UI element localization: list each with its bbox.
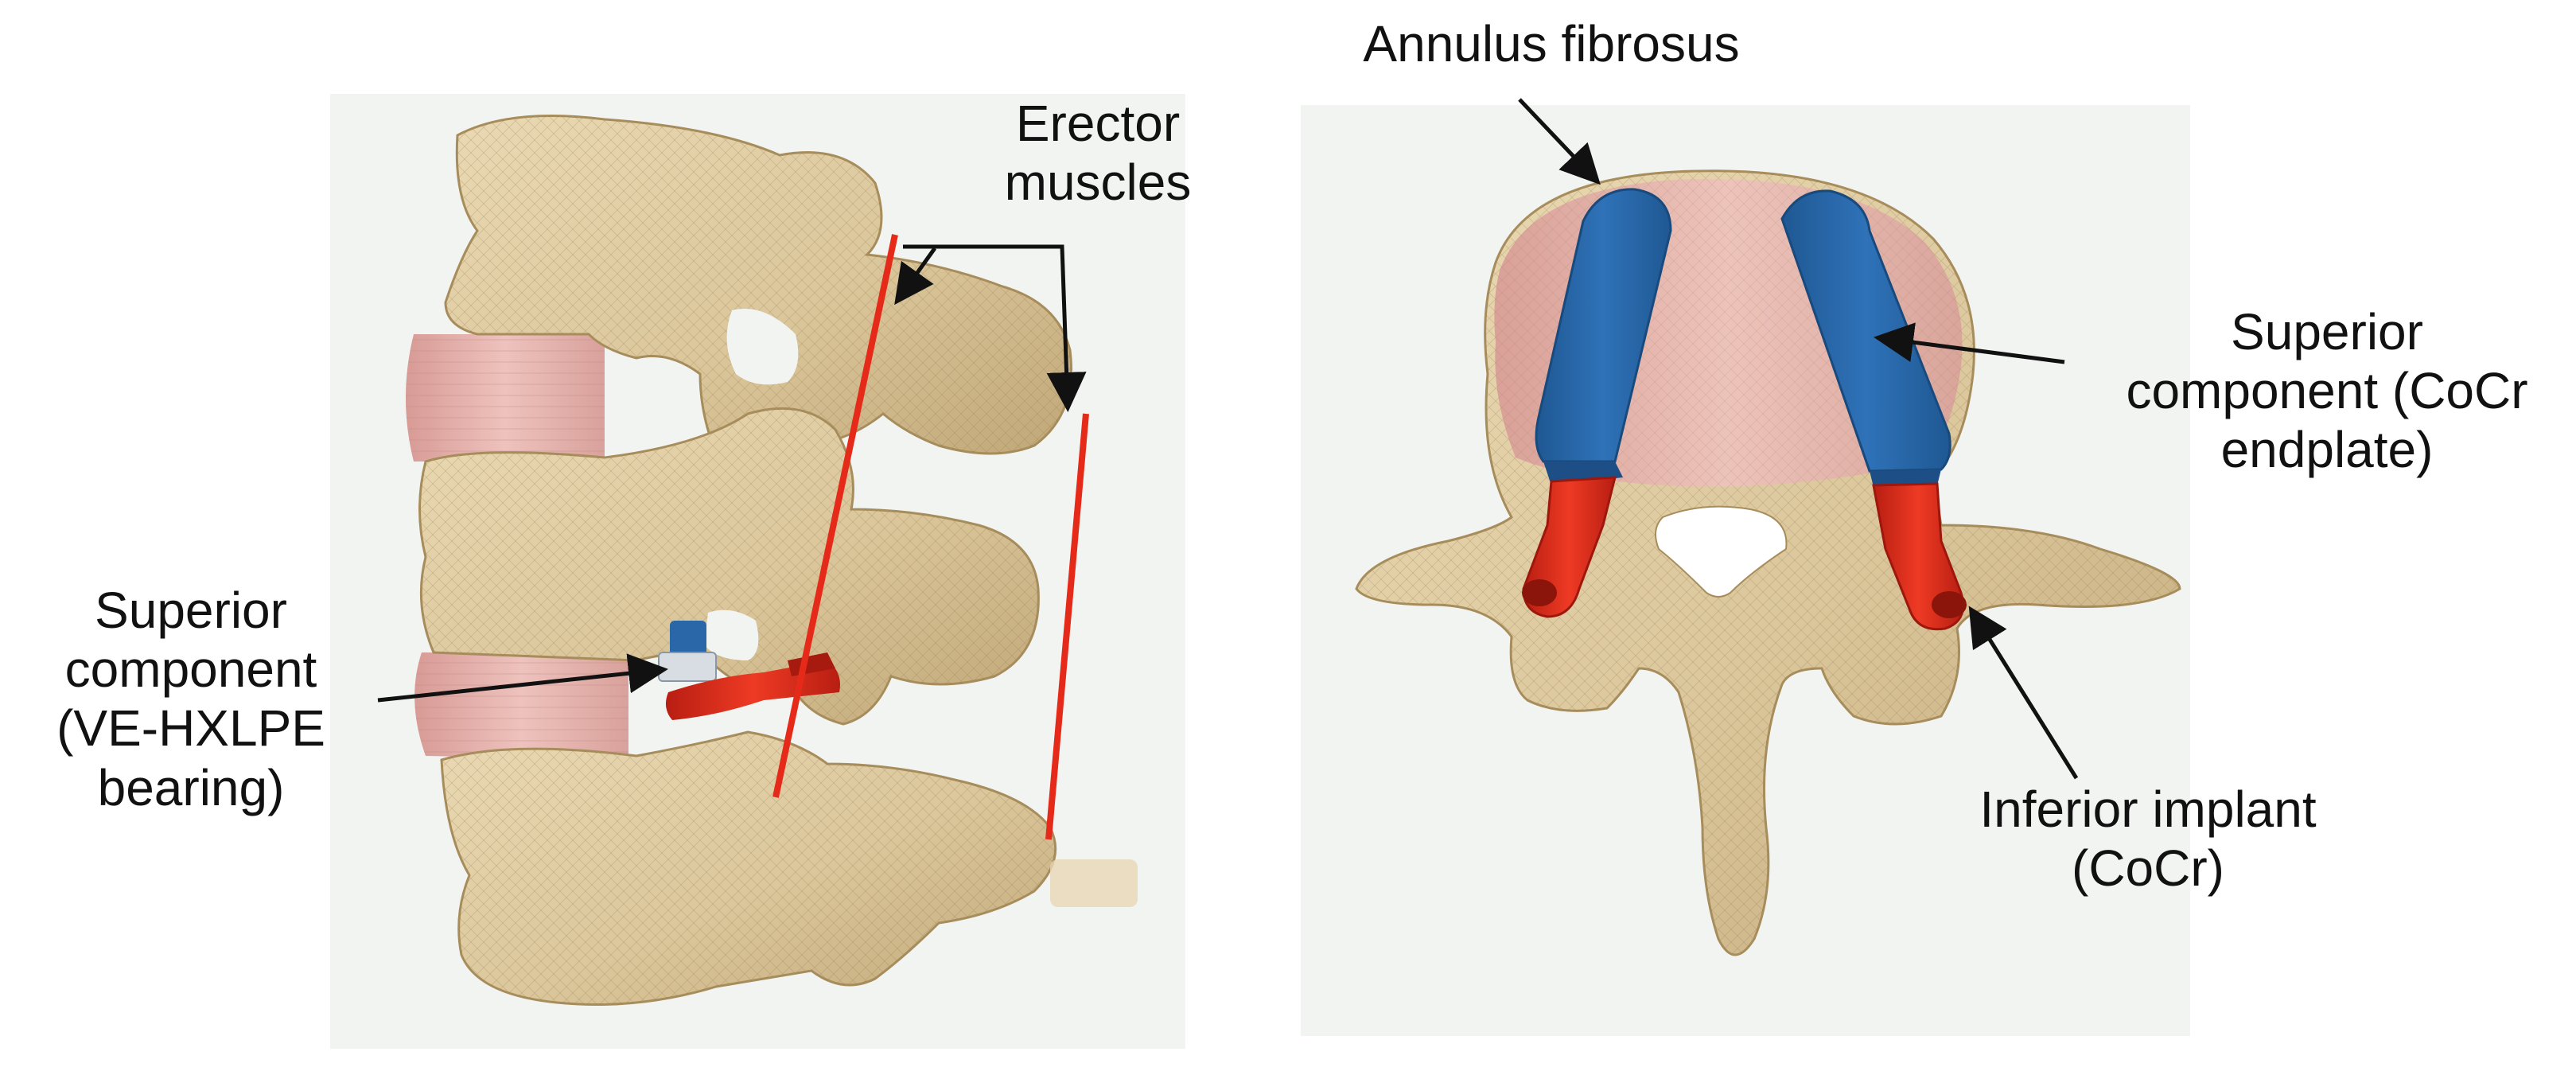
superior-left-line3: (VE-HXLPE (56, 699, 325, 757)
inferior-line2: (CoCr) (2072, 839, 2224, 898)
cocr-inferior-implant-left (1522, 476, 1617, 618)
arrow-icon (377, 653, 668, 703)
arrow-icon (1874, 322, 2065, 364)
axial-vertebra-model (1355, 169, 2181, 956)
superior-left-line4: bearing) (97, 758, 285, 816)
superior-right-line2: component (CoCr (2126, 362, 2528, 420)
erector-label-line1: Erector (1015, 95, 1181, 152)
inferior-line1: Inferior implant (1979, 781, 2317, 838)
lateral-spine-model (406, 115, 1138, 1006)
erector-label-line2: muscles (1004, 154, 1192, 212)
cocr-inferior-implant-right (1872, 482, 1967, 631)
superior-left-line1: Superior (95, 582, 287, 639)
arrow-icon (894, 247, 937, 306)
erector-muscle-line-1 (772, 234, 898, 798)
inferior-implant-label: Inferior implant (CoCr) (1949, 780, 2347, 898)
superior-right-line1: Superior (2231, 303, 2423, 360)
arrow-icon (1518, 98, 1601, 185)
superior-component-endplate-label: Superior component (CoCr endplate) (2092, 302, 2562, 480)
erector-muscle-line-2 (1045, 413, 1089, 840)
cocr-endplate-right (1780, 189, 1951, 487)
superior-component-bearing-label: Superior component (VE-HXLPE bearing) (24, 581, 358, 817)
superior-right-line3: endplate) (2220, 421, 2434, 479)
annulus-fibrosus-label: Annulus fibrosus (1321, 14, 1782, 73)
annulus-label-text: Annulus fibrosus (1363, 15, 1740, 72)
erector-arrows (894, 244, 1087, 412)
superior-left-line2: component (64, 641, 317, 699)
arrow-icon (903, 244, 1087, 412)
arrow-icon (1968, 606, 2079, 780)
erector-muscles-label: Erector muscles (967, 94, 1229, 212)
